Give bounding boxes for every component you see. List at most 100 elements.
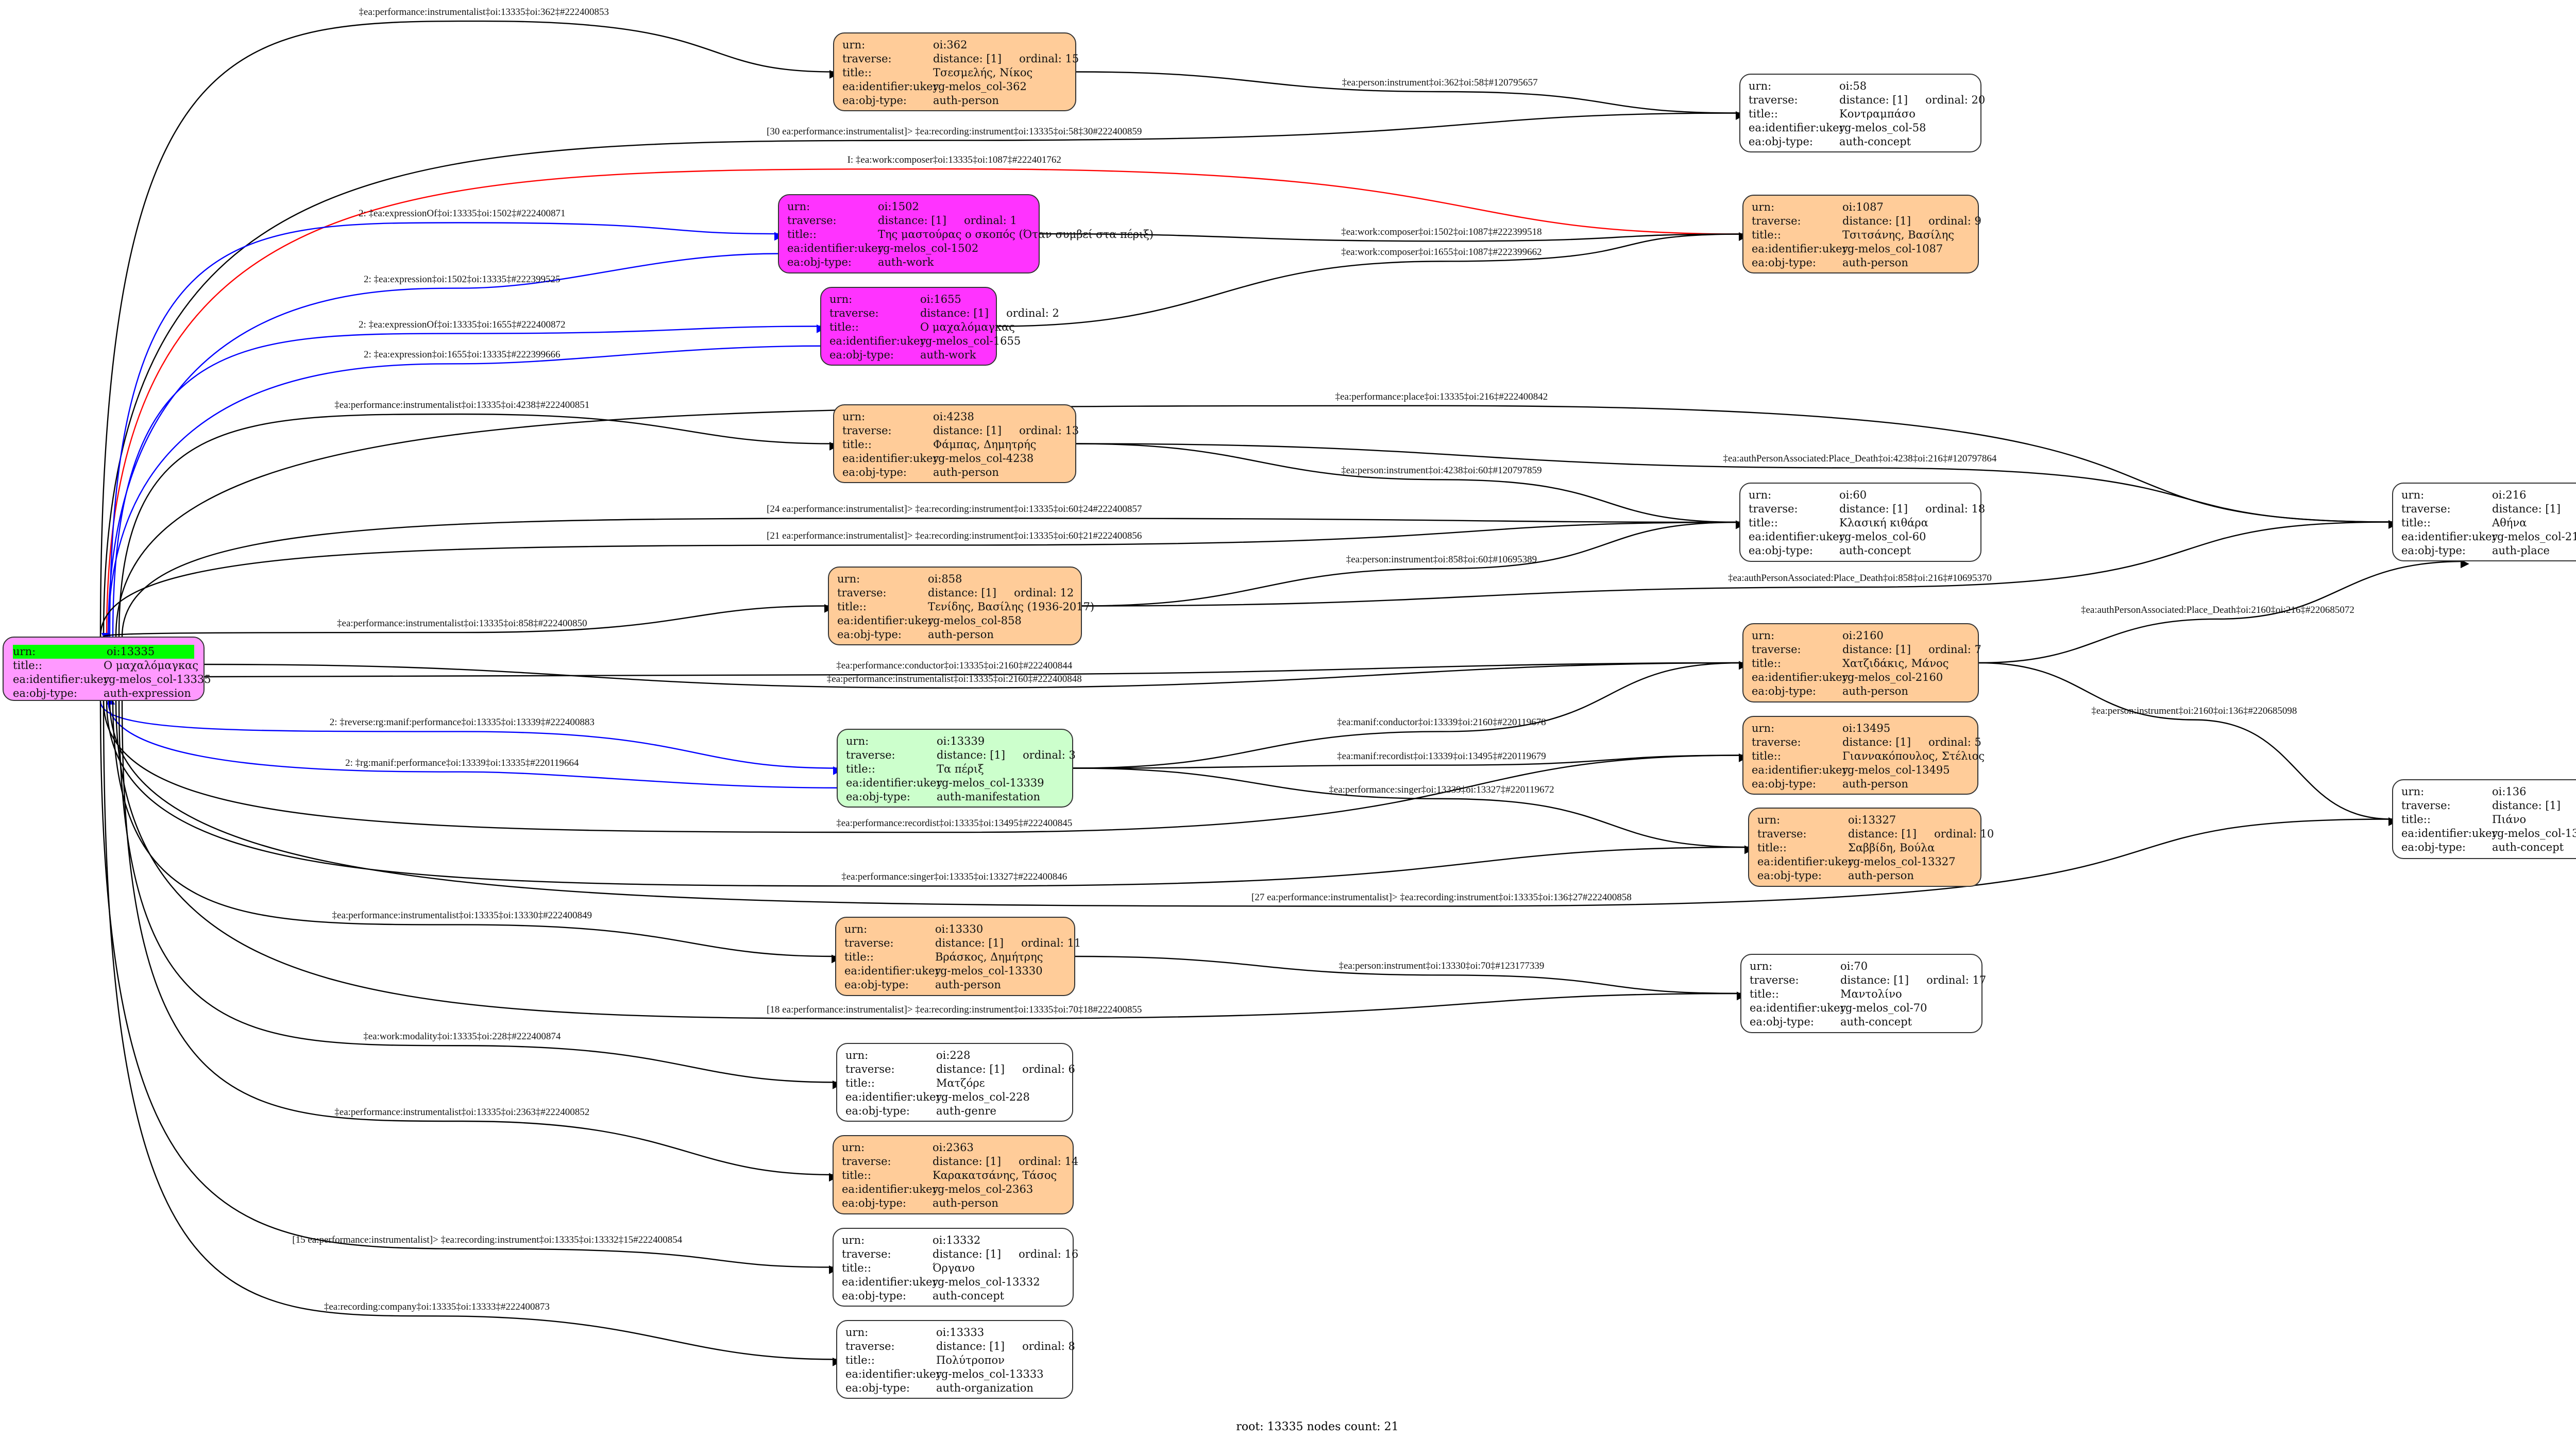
- field-value: auth-work: [920, 349, 976, 361]
- node-row: title::Καρακατσάνης, Τάσος: [842, 1169, 1064, 1182]
- field-value: Ματζόρε: [936, 1077, 985, 1089]
- edge-13335-2363: [121, 700, 838, 1182]
- edge-label: [30 ea:performance:instrumentalist]> ‡ea…: [767, 126, 1142, 137]
- field-label: traverse:: [829, 307, 879, 319]
- field-value: Τα πέριξ: [937, 763, 984, 775]
- distance-prefix: distance:: [1842, 643, 1896, 656]
- edge-1502-13335: [101, 253, 778, 642]
- edge-label: ‡ea:authPersonAssociated:Place_Death‡oi:…: [1727, 573, 1992, 584]
- edge-label: [27 ea:performance:instrumentalist]> ‡ea…: [1251, 892, 1632, 903]
- field-value: distance: [1]ordinal: 1: [878, 214, 1017, 228]
- field-value: oi:70: [1840, 960, 1868, 972]
- distance-value: [1]: [986, 1155, 1002, 1168]
- edge-label: ‡ea:authPersonAssociated:Place_Death‡oi:…: [1723, 453, 1997, 465]
- field-label: title::: [845, 1354, 875, 1366]
- distance-value: [1]: [2545, 503, 2561, 515]
- node-row: traverse:distance: [1]ordinal: 15: [842, 52, 1079, 66]
- node-row: urn:oi:1502: [787, 200, 1030, 214]
- field-value: auth-genre: [936, 1105, 996, 1117]
- field-value: oi:1655: [920, 293, 961, 305]
- node-row: ea:obj-type:auth-person: [842, 1196, 1064, 1210]
- field-label: ea:obj-type:: [846, 791, 910, 803]
- field-label: title::: [1752, 229, 1781, 241]
- node-row: traverse:distance: [1]ordinal: 14: [842, 1155, 1078, 1169]
- field-label: title::: [1752, 657, 1781, 670]
- node-row: urn:oi:13330: [844, 922, 1066, 936]
- field-value: rg-melos_col-2160: [1842, 671, 1943, 683]
- field-label: ea:identifier:ukey: [1757, 855, 1854, 868]
- field-label: ea:identifier:ukey: [845, 1091, 942, 1103]
- distance-value: [1]: [1901, 828, 1917, 840]
- distance-value: [1]: [1895, 736, 1911, 748]
- field-value: distance: [1]ordinal: 8: [936, 1340, 1075, 1353]
- field-label: urn:: [844, 923, 868, 935]
- node-row: ea:obj-type:auth-expression: [13, 687, 194, 700]
- field-value: Κοντραμπάσο: [1839, 108, 1916, 120]
- field-label: ea:obj-type:: [842, 466, 907, 478]
- node-row: title::Όργανο: [842, 1261, 1064, 1275]
- field-value: auth-person: [933, 94, 999, 107]
- field-value: Πολύτροπον: [936, 1354, 1005, 1366]
- distance-value: [1]: [1895, 215, 1911, 227]
- edge-1655-13335: [101, 345, 821, 642]
- distance-value: [1]: [989, 1340, 1005, 1352]
- distance-value: [1]: [1893, 974, 1909, 986]
- node-row: urn:oi:136: [2401, 785, 2576, 799]
- node-row: title::Τενίδης, Βασίλης (1936-2017): [837, 600, 1094, 614]
- edge-label: 2: ‡reverse:rg:manif:performance‡oi:1333…: [329, 717, 595, 728]
- field-value: auth-concept: [1840, 1016, 1912, 1028]
- field-value: Ο μαχαλόμαγκας: [104, 659, 199, 672]
- field-value: rg-melos_col-1087: [1842, 243, 1943, 255]
- field-value: Βράσκος, Δημήτρης: [935, 951, 1043, 963]
- ordinal-value: 1: [1010, 214, 1017, 227]
- field-label: ea:identifier:ukey: [844, 965, 941, 977]
- distance-prefix: distance:: [2492, 799, 2546, 812]
- ordinal-prefix: ordinal:: [1926, 974, 1973, 986]
- edge-label: I: ‡ea:work:composer‡oi:13335‡oi:1087‡#2…: [847, 155, 1061, 165]
- field-value: oi:1087: [1842, 201, 1884, 213]
- edge-label: ‡ea:work:composer‡oi:1502‡oi:1087‡#22239…: [1341, 227, 1542, 238]
- node-row: title::Αθήνα: [2401, 516, 2576, 530]
- ordinal-value: 6: [1068, 1063, 1075, 1075]
- field-label: urn:: [1752, 722, 1775, 734]
- field-value: rg-melos_col-13335: [104, 673, 211, 685]
- node-row: title::Τσεσμελής, Νίκος: [842, 66, 1067, 80]
- edge-1655-1087: [996, 232, 1748, 327]
- field-value: oi:1502: [878, 200, 919, 213]
- edge-13335-362: [99, 20, 838, 637]
- field-label: traverse:: [842, 1155, 891, 1168]
- edge-13335-2160: [204, 661, 1748, 689]
- distance-prefix: distance:: [937, 749, 990, 761]
- ordinal-prefix: ordinal:: [1925, 94, 1972, 106]
- distance-prefix: distance:: [1839, 94, 1893, 106]
- field-value: rg-melos_col-13339: [937, 777, 1044, 789]
- field-label: title::: [846, 763, 875, 775]
- field-value: Πιάνο: [2492, 813, 2527, 826]
